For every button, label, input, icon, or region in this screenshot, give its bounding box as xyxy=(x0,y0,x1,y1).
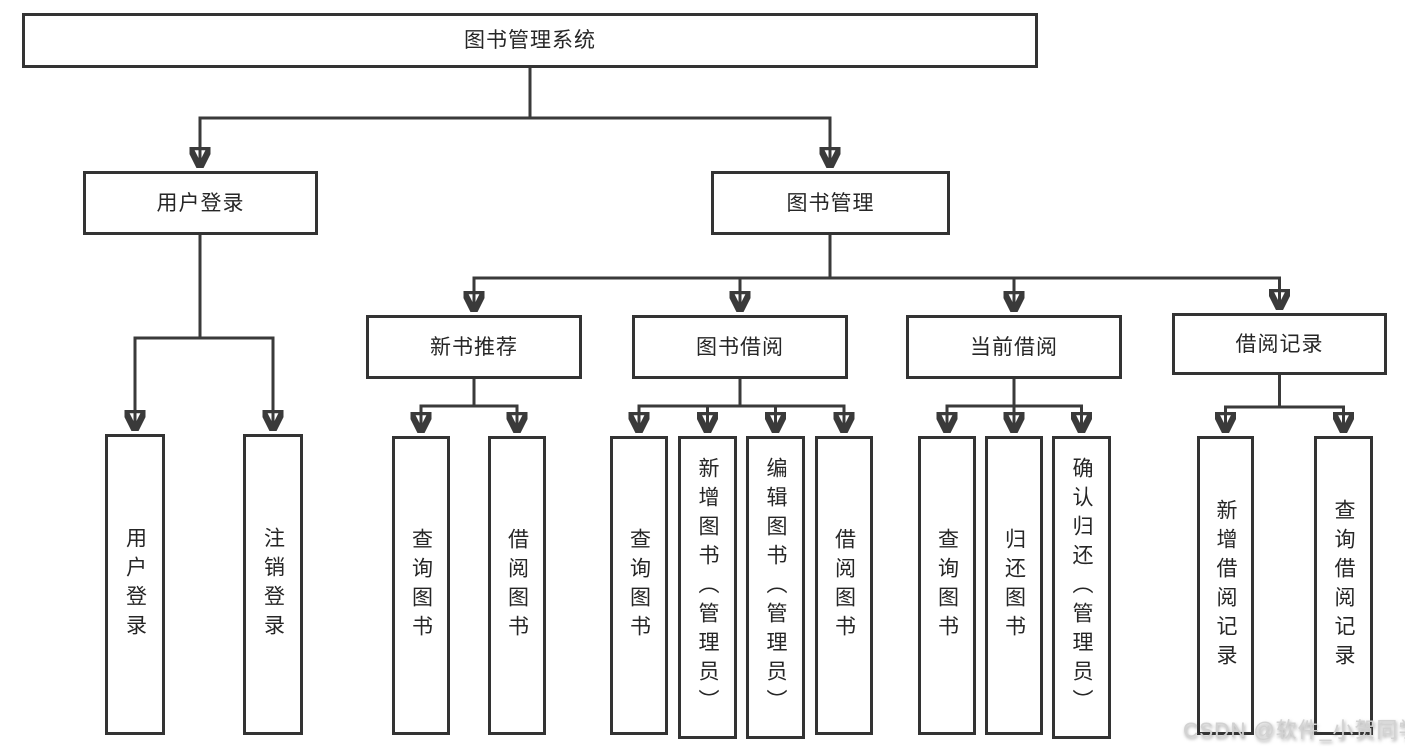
node-new-book-rec: 新书推荐 xyxy=(366,315,582,379)
connector-book-mgmt-branch xyxy=(472,235,1281,280)
node-cb-query-book: 查询图书 xyxy=(918,436,976,735)
node-book-borrow: 图书借阅 xyxy=(632,315,848,379)
connector-book-borrow-branch xyxy=(637,379,846,408)
node-bb-add-book: 新增图书（管理员） xyxy=(678,436,737,739)
node-rec-query-book: 查询图书 xyxy=(392,436,450,735)
node-login: 用户登录 xyxy=(105,434,165,735)
node-logout: 注销登录 xyxy=(243,434,303,735)
node-br-add-record: 新增借阅记录 xyxy=(1197,436,1254,735)
node-borrow-record: 借阅记录 xyxy=(1172,313,1387,375)
node-cb-return-book: 归还图书 xyxy=(985,436,1043,735)
node-br-query-record: 查询借阅记录 xyxy=(1314,436,1373,735)
connector-user-login-branch xyxy=(133,235,275,340)
connector-root-branch xyxy=(198,68,832,120)
connector-borrow-record-branch xyxy=(1224,373,1345,409)
node-bb-edit-book: 编辑图书（管理员） xyxy=(746,436,805,739)
node-user-login: 用户登录 xyxy=(83,171,318,235)
node-bb-borrow-book: 借阅图书 xyxy=(815,436,873,735)
connector-new-book-rec-branch xyxy=(419,379,519,408)
node-rec-borrow-book: 借阅图书 xyxy=(488,436,546,735)
node-current-borrow: 当前借阅 xyxy=(906,315,1122,379)
node-root: 图书管理系统 xyxy=(22,13,1038,68)
csdn-watermark: CSDN @软件_小贺同学 xyxy=(1183,719,1405,742)
node-book-mgmt: 图书管理 xyxy=(711,171,950,235)
node-bb-query-book: 查询图书 xyxy=(610,436,668,735)
node-cb-confirm-return: 确认归还（管理员） xyxy=(1052,436,1111,739)
connector-current-borrow-branch xyxy=(945,379,1083,408)
